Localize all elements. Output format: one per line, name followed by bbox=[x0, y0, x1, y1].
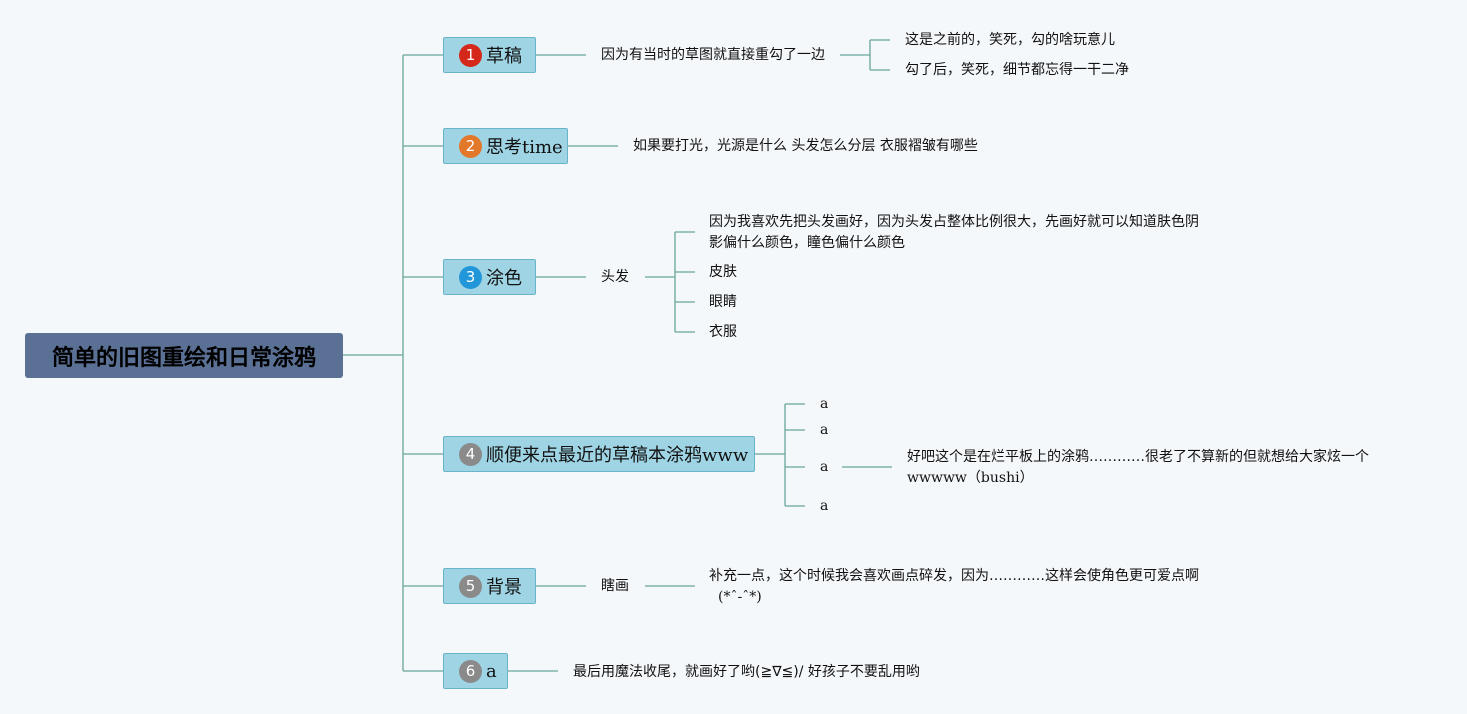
topic-draft[interactable]: 1 草稿 bbox=[443, 37, 536, 73]
subtopic-hair[interactable]: 头发 bbox=[601, 269, 629, 285]
subtopic-freehand[interactable]: 瞎画 bbox=[601, 578, 629, 594]
subtopic-draft-redraw[interactable]: 因为有当时的草图就直接重勾了一边 bbox=[601, 47, 825, 63]
root-topic[interactable]: 简单的旧图重绘和日常涂鸦 bbox=[25, 333, 343, 378]
topic-label: 草稿 bbox=[486, 46, 522, 67]
subtopic-eyes[interactable]: 眼睛 bbox=[709, 294, 737, 310]
subtopic-hair-strands-note-line2: (*ˆ-ˆ*) bbox=[718, 589, 762, 605]
topic-label: 思考time bbox=[486, 137, 563, 158]
subtopic-hair-strands-note-line1[interactable]: 补充一点，这个时候我会喜欢画点碎发，因为…………这样会使角色更可爱点啊 bbox=[709, 568, 1199, 584]
topic-label: 背景 bbox=[486, 577, 522, 598]
subtopic-hair-note-line2: 影偏什么颜色，瞳色偏什么颜色 bbox=[709, 235, 905, 251]
topic-thinking[interactable]: 2 思考time bbox=[443, 128, 568, 164]
subtopic-a-4[interactable]: a bbox=[820, 498, 829, 514]
subtopic-skin[interactable]: 皮肤 bbox=[709, 264, 737, 280]
subtopic-before[interactable]: 这是之前的，笑死，勾的啥玩意儿 bbox=[905, 32, 1115, 48]
priority-2-icon: 2 bbox=[459, 134, 482, 158]
topic-label: 涂色 bbox=[486, 268, 522, 289]
topic-coloring[interactable]: 3 涂色 bbox=[443, 259, 536, 295]
priority-5-icon: 5 bbox=[459, 574, 482, 598]
subtopic-hair-note-line1[interactable]: 因为我喜欢先把头发画好，因为头发占整体比例很大，先画好就可以知道肤色阴 bbox=[709, 214, 1199, 230]
subtopic-lighting[interactable]: 如果要打光，光源是什么 头发怎么分层 衣服褶皱有哪些 bbox=[633, 138, 978, 154]
subtopic-tablet-note-line2: wwwww（bushi） bbox=[907, 470, 1034, 486]
topic-recent-sketches[interactable]: 4 顺便来点最近的草稿本涂鸦www bbox=[443, 436, 755, 472]
topic-label: a bbox=[486, 660, 497, 682]
topic-label: 顺便来点最近的草稿本涂鸦www bbox=[486, 445, 749, 466]
priority-1-icon: 1 bbox=[459, 43, 482, 67]
subtopic-a-1[interactable]: a bbox=[820, 396, 829, 412]
subtopic-a-3[interactable]: a bbox=[820, 459, 829, 475]
topic-a[interactable]: 6 a bbox=[443, 653, 508, 689]
priority-6-icon: 6 bbox=[459, 659, 482, 683]
priority-4-icon: 4 bbox=[459, 442, 482, 466]
priority-3-icon: 3 bbox=[459, 265, 482, 289]
subtopic-tablet-note-line1[interactable]: 好吧这个是在烂平板上的涂鸦…………很老了不算新的但就想给大家炫一个 bbox=[907, 449, 1369, 465]
subtopic-finish[interactable]: 最后用魔法收尾，就画好了哟(≧∇≦)/ 好孩子不要乱用哟 bbox=[573, 664, 920, 680]
subtopic-a-2[interactable]: a bbox=[820, 422, 829, 438]
topic-background[interactable]: 5 背景 bbox=[443, 568, 536, 604]
subtopic-clothes[interactable]: 衣服 bbox=[709, 324, 737, 340]
subtopic-after[interactable]: 勾了后，笑死，细节都忘得一干二净 bbox=[905, 62, 1129, 78]
